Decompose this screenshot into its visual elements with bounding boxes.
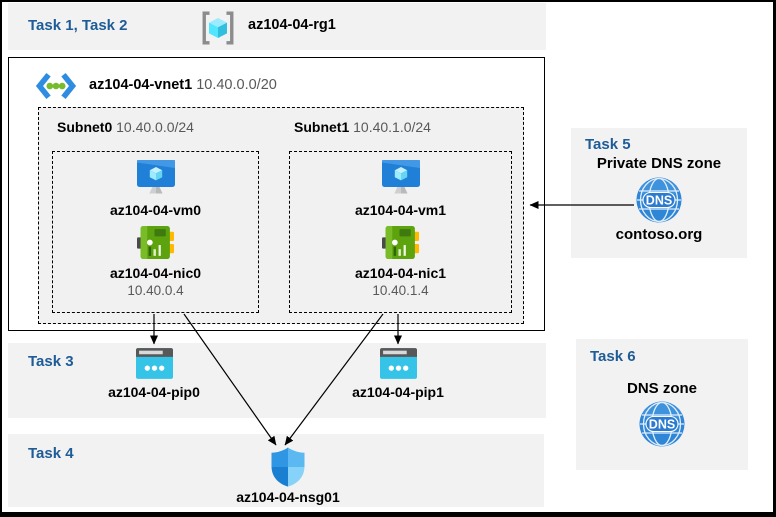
vm1-name: az104-04-vm1	[354, 202, 447, 218]
private-dns-icon-text: DNS	[646, 194, 672, 208]
subnet0-content: az104-04-vm0	[53, 159, 258, 298]
subnet0-cidr: 10.40.0.0/24	[116, 119, 194, 135]
pip1-name: az104-04-pip1	[352, 384, 444, 400]
subnet1-box: az104-04-vm1	[289, 151, 512, 313]
vm0-name: az104-04-vm0	[109, 202, 202, 218]
virtual-network-icon	[35, 70, 77, 102]
pip0-name: az104-04-pip0	[108, 384, 200, 400]
vm1-icon	[380, 159, 422, 197]
nsg-shield-icon	[271, 447, 305, 487]
resource-group-band: Task 1, Task 2 az104-04-rg1	[8, 3, 546, 50]
nic0-ip: 10.40.0.4	[127, 283, 184, 298]
resource-group-icon	[200, 10, 236, 46]
private-dns-zone-name: contoso.org	[615, 226, 703, 243]
subnet0-box: az104-04-vm0	[52, 151, 259, 313]
task6-panel: Task 6 DNS zone DNS	[576, 339, 748, 470]
nic1-icon	[382, 225, 419, 260]
subnet1-content: az104-04-vm1	[290, 159, 511, 298]
task5-content: Private DNS zone DNS contoso.org	[571, 128, 747, 243]
dns-zone-title: DNS zone	[626, 380, 697, 397]
pip1-group: az104-04-pip1	[343, 348, 453, 400]
dns-zone-icon-text: DNS	[649, 418, 675, 432]
subnet1-label: Subnet1 10.40.1.0/24	[294, 119, 431, 135]
task6-label: Task 6	[590, 348, 636, 365]
pip0-group: az104-04-pip0	[99, 348, 209, 400]
task6-content: DNS zone DNS	[576, 339, 748, 447]
subnet0-name: Subnet0	[57, 119, 113, 135]
nsg-name: az104-04-nsg01	[236, 489, 340, 505]
task4-label: Task 4	[28, 445, 74, 462]
nic1-ip: 10.40.1.4	[372, 283, 429, 298]
nsg-group: az104-04-nsg01	[219, 447, 357, 505]
vnet-title: az104-04-vnet1 10.40.0.0/20	[89, 77, 277, 93]
task4-band: Task 4 az104-04-nsg0	[8, 434, 544, 507]
vnet-cidr: 10.40.0.0/20	[196, 77, 277, 93]
task12-label: Task 1, Task 2	[28, 17, 128, 34]
subnet1-cidr: 10.40.1.0/24	[353, 119, 431, 135]
task3-band: Task 3 az104-04-pip0	[8, 343, 546, 418]
task3-label: Task 3	[28, 353, 74, 370]
task5-label: Task 5	[585, 136, 631, 153]
nic0-icon	[137, 225, 174, 260]
public-ip0-icon	[135, 348, 173, 379]
subnet1-name: Subnet1	[294, 119, 350, 135]
vnet-box: az104-04-vnet1 10.40.0.0/20 Subnet0 10.4…	[8, 57, 545, 331]
nic0-name: az104-04-nic0	[109, 265, 202, 281]
subnet0-label: Subnet0 10.40.0.0/24	[57, 119, 194, 135]
nic1-name: az104-04-nic1	[354, 265, 447, 281]
public-ip1-icon	[379, 348, 417, 379]
dns-zone-globe-icon: DNS	[639, 401, 685, 447]
vnet-name: az104-04-vnet1	[89, 77, 193, 93]
resource-group-name: az104-04-rg1	[248, 17, 336, 33]
private-dns-zone-title: Private DNS zone	[596, 155, 722, 172]
vm0-icon	[135, 159, 177, 197]
private-dns-globe-icon: DNS	[636, 177, 682, 223]
subnets-container: Subnet0 10.40.0.0/24	[38, 107, 524, 324]
task5-panel: Task 5 Private DNS zone DNS	[571, 128, 747, 258]
